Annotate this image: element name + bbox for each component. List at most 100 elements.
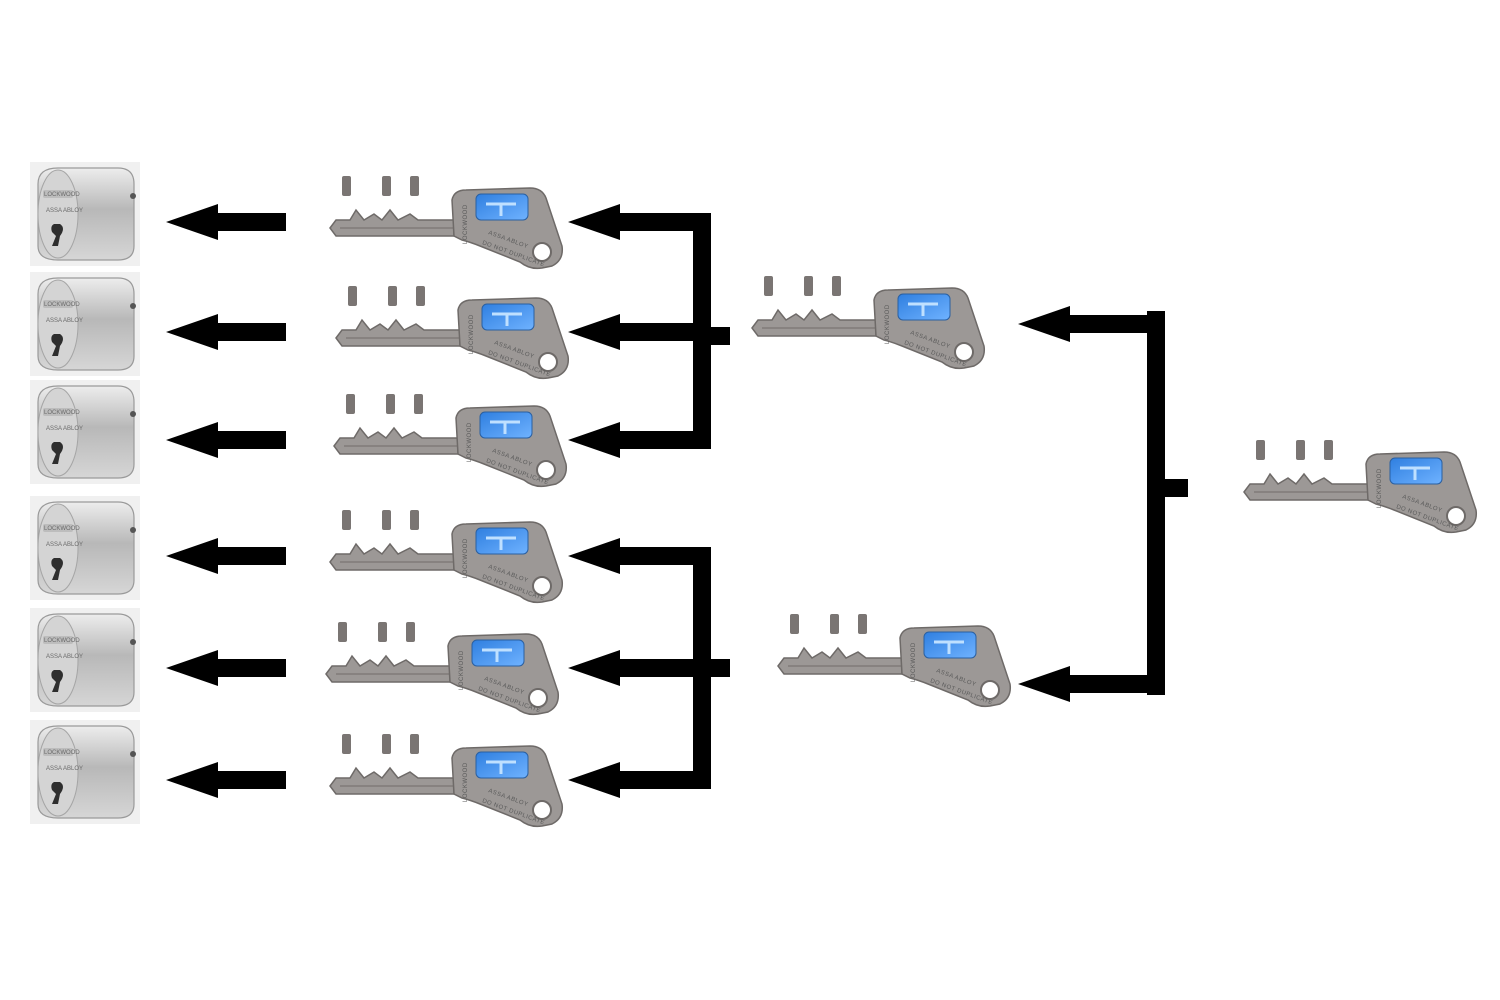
pin-icon [378, 622, 387, 642]
lock-cylinder-icon: LOCKWOOD ASSA ABLOY [30, 272, 140, 376]
key-brand-label: LOCKWOOD [463, 204, 469, 244]
key-brand-label: LOCKWOOD [467, 422, 473, 462]
arrow-left-icon [166, 650, 286, 686]
pin-icon [830, 614, 839, 634]
keyhole-icon [51, 782, 63, 804]
cylinder-brand-label: LOCKWOOD [44, 638, 80, 644]
key-ring-hole [538, 352, 558, 372]
cylinder-maker-label: ASSA ABLOY [46, 426, 83, 432]
arrow-left-icon [166, 314, 286, 350]
pin-icon [342, 510, 351, 530]
arrow-left-icon [568, 650, 702, 686]
arrow-left-icon [1018, 666, 1156, 702]
pin-icon [858, 614, 867, 634]
cylinder-brand-label: LOCKWOOD [44, 192, 80, 198]
pin-icon [1324, 440, 1333, 460]
key-blade [333, 426, 459, 455]
key-blade [1243, 472, 1369, 501]
key-brand-label: LOCKWOOD [463, 538, 469, 578]
arrow-left-icon [1018, 306, 1156, 342]
key-brand-label: LOCKWOOD [911, 642, 917, 682]
pin-icon [414, 394, 423, 414]
keyhole-icon [51, 334, 63, 356]
cylinder-maker-label: ASSA ABLOY [46, 766, 83, 772]
cylinder-brand-label: LOCKWOOD [44, 750, 80, 756]
pin-icon [346, 394, 355, 414]
arrow-left-icon [568, 314, 702, 350]
arrow-left-icon [568, 422, 702, 458]
pin-icon [410, 734, 419, 754]
key-ring-hole [528, 688, 548, 708]
pin-icon [382, 510, 391, 530]
keyhole-icon [51, 224, 63, 246]
lock-cylinder-icon: LOCKWOOD ASSA ABLOY [30, 162, 140, 266]
pin-icon [1296, 440, 1305, 460]
lock-cylinder-icon: LOCKWOOD ASSA ABLOY [30, 608, 140, 712]
pin-icon [338, 622, 347, 642]
cylinder-brand-label: LOCKWOOD [44, 526, 80, 532]
pin-icon [1256, 440, 1265, 460]
key-ring-hole [532, 576, 552, 596]
arrow-left-icon [166, 762, 286, 798]
key-blade [329, 208, 455, 237]
keyhole-icon [51, 558, 63, 580]
lock-cylinder-icon: LOCKWOOD ASSA ABLOY [30, 720, 140, 824]
key-brand-label: LOCKWOOD [885, 304, 891, 344]
cylinder-brand-label: LOCKWOOD [44, 410, 80, 416]
pin-icon [410, 176, 419, 196]
cylinder-maker-label: ASSA ABLOY [46, 208, 83, 214]
pin-icon [388, 286, 397, 306]
arrow-left-icon [568, 762, 702, 798]
pin-icon [406, 622, 415, 642]
cylinder-brand-label: LOCKWOOD [44, 302, 80, 308]
arrow-left-icon [166, 538, 286, 574]
pin-icon [382, 176, 391, 196]
keyhole-icon [51, 442, 63, 464]
pin-icon [348, 286, 357, 306]
pin-icon [382, 734, 391, 754]
arrow-left-icon [166, 422, 286, 458]
cylinder-maker-label: ASSA ABLOY [46, 318, 83, 324]
connector-arrows [166, 204, 1188, 798]
pin-icon [386, 394, 395, 414]
cylinder-maker-label: ASSA ABLOY [46, 654, 83, 660]
key-blade [751, 308, 877, 337]
arrow-left-icon [166, 204, 286, 240]
pin-icon [832, 276, 841, 296]
key-blade [777, 646, 903, 675]
key-ring-hole [1446, 506, 1466, 526]
pin-icon [790, 614, 799, 634]
pin-icon [342, 176, 351, 196]
key-ring-hole [532, 800, 552, 820]
key-ring-hole [532, 242, 552, 262]
pin-icon [410, 510, 419, 530]
lock-cylinder-icon: LOCKWOOD ASSA ABLOY [30, 380, 140, 484]
cylinder-maker-label: ASSA ABLOY [46, 542, 83, 548]
key-blade [329, 766, 455, 795]
lock-cylinder-icon: LOCKWOOD ASSA ABLOY [30, 496, 140, 600]
key-brand-label: LOCKWOOD [463, 762, 469, 802]
pin-icon [416, 286, 425, 306]
pin-icon [804, 276, 813, 296]
key-blade [325, 654, 451, 683]
pin-icon [764, 276, 773, 296]
key-blade [329, 542, 455, 571]
key-ring-hole [954, 342, 974, 362]
key-brand-label: LOCKWOOD [469, 314, 475, 354]
key-brand-label: LOCKWOOD [459, 650, 465, 690]
arrow-left-icon [568, 204, 702, 240]
